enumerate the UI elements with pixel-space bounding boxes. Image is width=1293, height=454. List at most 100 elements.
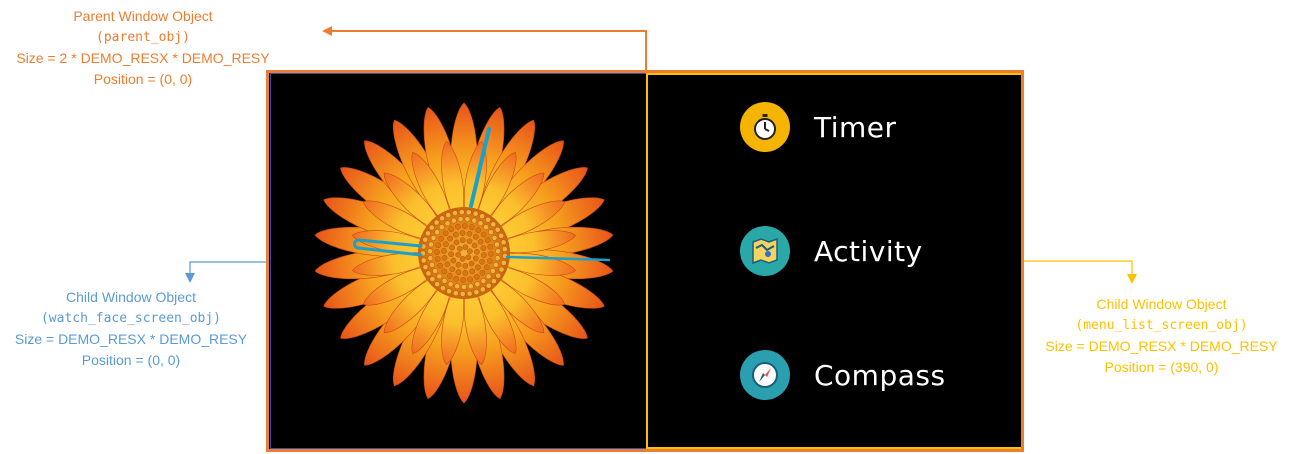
flower-seed: [472, 255, 479, 262]
watch-window-label: Child Window Object (watch_face_screen_o…: [0, 287, 262, 371]
flower-seed: [420, 257, 427, 264]
flower-seed: [434, 229, 440, 236]
flower-seed: [460, 277, 466, 283]
petal: [491, 230, 577, 254]
flower-seed: [462, 223, 468, 229]
flower-seed: [471, 242, 478, 249]
flower-seed: [480, 245, 487, 251]
flower-seed: [449, 244, 456, 251]
compass-icon: [740, 350, 790, 400]
flower-seed: [474, 248, 480, 255]
menu-item-compass[interactable]: Compass: [740, 350, 946, 400]
flower-seed: [434, 249, 440, 255]
flower-seed: [475, 264, 481, 271]
flower-seed: [490, 221, 497, 228]
flower-seed: [443, 241, 449, 248]
flower-seed: [465, 209, 472, 216]
flower-seed: [455, 261, 462, 268]
flower-seed: [469, 224, 475, 231]
flower-seed: [445, 212, 452, 218]
watch-window-var: (watch_face_screen_obj): [40, 311, 221, 326]
flower-seed: [479, 213, 485, 220]
menu-connector: [1024, 260, 1137, 284]
flower-seed: [498, 232, 505, 239]
parent-window-title: Parent Window Object: [73, 8, 213, 24]
parent-window-size: Size = 2 * DEMO_RESX * DEMO_RESY: [16, 50, 270, 66]
menu-window-size: Size = DEMO_RESX * DEMO_RESY: [1045, 338, 1278, 354]
flower-seed: [430, 235, 437, 241]
flower-seed: [469, 268, 476, 275]
parent-window-label: Parent Window Object (parent_obj) Size =…: [0, 6, 286, 90]
flower-seed: [454, 283, 461, 290]
flower-seed: [422, 264, 429, 270]
flower-seed: [471, 217, 478, 224]
flower-seed: [455, 223, 461, 230]
flower-seed: [479, 258, 485, 265]
petal: [491, 252, 577, 276]
flower-seed: [488, 229, 494, 236]
minute-hand: [469, 127, 491, 208]
flower-seed: [429, 276, 436, 282]
flower-seed: [467, 276, 473, 283]
watch-window-size: Size = DEMO_RESX * DEMO_RESY: [14, 331, 248, 347]
flower-seed: [448, 251, 454, 258]
second-hand: [505, 255, 611, 262]
petal: [362, 200, 440, 241]
flower-seed: [436, 273, 443, 280]
flower-seed: [472, 233, 479, 240]
flower-image: [314, 102, 614, 404]
stopwatch-icon: [740, 102, 790, 152]
flower-seed: [440, 285, 446, 291]
parent-window-var: (parent_obj): [96, 30, 190, 45]
menu-item-label: Timer: [814, 110, 897, 144]
flower-seed: [474, 281, 481, 288]
menu-window-label: Child Window Object (menu_list_screen_ob…: [1030, 294, 1293, 378]
flower-seed: [477, 238, 484, 245]
flower-seed: [484, 264, 490, 271]
flower-seed: [466, 238, 473, 245]
flower-seed: [473, 289, 480, 295]
menu-item-timer[interactable]: Timer: [740, 102, 897, 152]
flower-seed: [500, 260, 507, 266]
hour-hand: [353, 238, 423, 257]
flower-seed: [437, 262, 444, 269]
flower-seed: [429, 261, 435, 268]
flower-seed: [441, 278, 448, 284]
parent-window-position: Position = (0, 0): [93, 71, 193, 87]
flower-seed: [462, 244, 469, 251]
flower-seed: [466, 248, 473, 255]
flower-seed: [435, 242, 442, 248]
petal: [463, 280, 487, 366]
flower-seed: [475, 227, 482, 233]
flower-seed: [439, 215, 445, 222]
petal: [383, 272, 445, 334]
parent-connector: [322, 26, 647, 70]
menu-list-screen: Timer Activity Compass: [646, 73, 1021, 449]
flower-seed: [472, 210, 479, 217]
flower-seed: [422, 236, 429, 243]
flower-seed: [490, 268, 496, 274]
flower-seed: [455, 251, 462, 258]
flower-seed: [466, 290, 473, 297]
flower-seed: [459, 255, 466, 262]
flower-seed: [458, 209, 465, 215]
menu-item-activity[interactable]: Activity: [740, 226, 923, 276]
flower-seed: [491, 278, 497, 284]
flower-seed: [483, 224, 489, 231]
flower-seed: [480, 231, 487, 238]
flower-seed: [495, 248, 501, 255]
watch-window-position: Position = (0, 0): [81, 352, 181, 368]
flower-seed: [449, 266, 456, 273]
petal: [483, 272, 545, 334]
flower-seed: [493, 261, 499, 268]
flower-seed: [452, 231, 459, 238]
flower-seed: [450, 217, 457, 224]
petal: [483, 172, 545, 234]
watch-face: [314, 102, 614, 404]
flower-seed: [467, 283, 474, 290]
flower-seed: [447, 235, 453, 242]
petal: [441, 140, 465, 226]
flower-seed: [452, 210, 458, 216]
flower-seed: [456, 245, 463, 252]
